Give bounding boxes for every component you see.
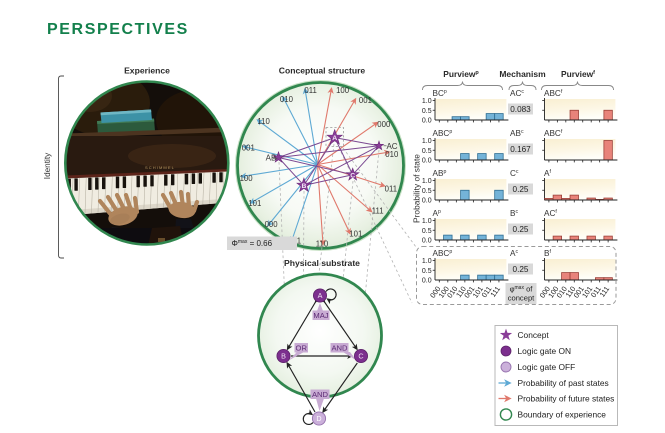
svg-text:Cc: Cc: [510, 169, 519, 178]
svg-text:Concept: Concept: [518, 330, 550, 340]
svg-text:110: 110: [316, 239, 329, 248]
svg-text:PERSPECTIVES: PERSPECTIVES: [47, 21, 189, 38]
svg-text:0.25: 0.25: [513, 225, 529, 234]
svg-text:ABp: ABp: [433, 169, 447, 178]
svg-text:0.25: 0.25: [513, 185, 529, 194]
svg-text:Purviewp: Purviewp: [443, 69, 479, 79]
svg-text:1.0: 1.0: [422, 138, 432, 145]
svg-text:010: 010: [385, 150, 399, 159]
svg-text:AB: AB: [266, 154, 277, 163]
svg-text:AC: AC: [386, 142, 397, 151]
svg-text:B: B: [301, 183, 306, 190]
svg-text:101: 101: [349, 230, 362, 239]
svg-text:ABCf: ABCf: [544, 89, 563, 98]
svg-text:111: 111: [598, 284, 612, 298]
svg-text:0.167: 0.167: [510, 145, 531, 154]
svg-text:0.5: 0.5: [422, 148, 432, 155]
svg-text:000: 000: [377, 120, 391, 129]
svg-text:1.0: 1.0: [422, 178, 432, 185]
svg-text:φmax of: φmax of: [510, 285, 534, 294]
svg-text:ACc: ACc: [510, 89, 524, 98]
svg-text:C: C: [358, 352, 363, 361]
svg-text:001: 001: [242, 143, 255, 152]
svg-text:0.0: 0.0: [422, 278, 432, 285]
svg-text:Ap: Ap: [433, 209, 441, 218]
svg-text:Identity: Identity: [43, 152, 52, 179]
svg-text:011: 011: [385, 185, 397, 194]
svg-text:1.0: 1.0: [422, 258, 432, 265]
svg-text:101: 101: [248, 199, 261, 208]
svg-text:Φmax = 0.66: Φmax = 0.66: [232, 239, 273, 248]
svg-text:111: 111: [488, 284, 502, 298]
svg-text:Experience: Experience: [124, 66, 170, 76]
svg-text:AND: AND: [312, 390, 329, 399]
svg-text:BCp: BCp: [433, 89, 447, 98]
svg-text:0.0: 0.0: [422, 118, 432, 125]
svg-text:ABc: ABc: [510, 129, 524, 138]
svg-text:0.083: 0.083: [510, 105, 531, 114]
svg-text:Probability of past states: Probability of past states: [518, 378, 609, 388]
svg-text:Probability of state: Probability of state: [412, 154, 422, 223]
svg-text:Mechanism: Mechanism: [499, 69, 546, 79]
svg-text:011: 011: [304, 86, 316, 95]
svg-text:Logic gate OFF: Logic gate OFF: [518, 362, 576, 372]
svg-text:111: 111: [372, 207, 384, 216]
svg-text:Boundary of experience: Boundary of experience: [518, 409, 607, 419]
svg-text:Bc: Bc: [510, 209, 518, 218]
svg-text:ABCp: ABCp: [433, 249, 453, 258]
svg-text:Conceptual structure: Conceptual structure: [279, 66, 366, 76]
svg-text:Probability of future states: Probability of future states: [518, 393, 615, 403]
svg-text:010: 010: [280, 95, 294, 104]
svg-text:C: C: [350, 172, 355, 179]
svg-text:AND: AND: [331, 344, 348, 353]
svg-text:110: 110: [257, 117, 270, 126]
svg-text:Af: Af: [544, 169, 551, 178]
svg-text:B: B: [281, 352, 286, 361]
svg-text:0.25: 0.25: [513, 265, 529, 274]
svg-text:OR: OR: [296, 344, 308, 353]
svg-text:100: 100: [336, 86, 350, 95]
svg-text:D: D: [316, 414, 321, 423]
svg-text:A: A: [332, 135, 337, 142]
svg-text:ACf: ACf: [544, 209, 557, 218]
svg-text:A: A: [318, 291, 323, 300]
svg-text:Purviewf: Purviewf: [561, 69, 595, 79]
svg-text:1.0: 1.0: [422, 218, 432, 225]
svg-text:1.0: 1.0: [422, 98, 432, 105]
svg-text:0.0: 0.0: [422, 238, 432, 245]
svg-text:0.5: 0.5: [422, 268, 432, 275]
svg-text:100: 100: [240, 174, 254, 183]
svg-text:ABCf: ABCf: [544, 129, 563, 138]
svg-text:ABCp: ABCp: [433, 129, 453, 138]
svg-text:concept: concept: [508, 294, 535, 303]
svg-text:0.0: 0.0: [422, 158, 432, 165]
svg-text:0.5: 0.5: [422, 228, 432, 235]
svg-text:Bf: Bf: [544, 249, 551, 258]
svg-text:001: 001: [359, 96, 372, 105]
svg-text:0.5: 0.5: [422, 188, 432, 195]
svg-text:SCHIMMEL: SCHIMMEL: [145, 165, 175, 170]
svg-text:000: 000: [265, 220, 279, 229]
svg-text:0.0: 0.0: [422, 198, 432, 205]
svg-text:MAJ: MAJ: [313, 311, 328, 320]
svg-text:Physical substrate: Physical substrate: [284, 258, 360, 268]
svg-text:Ac: Ac: [510, 249, 518, 258]
svg-text:Logic gate ON: Logic gate ON: [518, 346, 572, 356]
svg-text:0.5: 0.5: [422, 108, 432, 115]
